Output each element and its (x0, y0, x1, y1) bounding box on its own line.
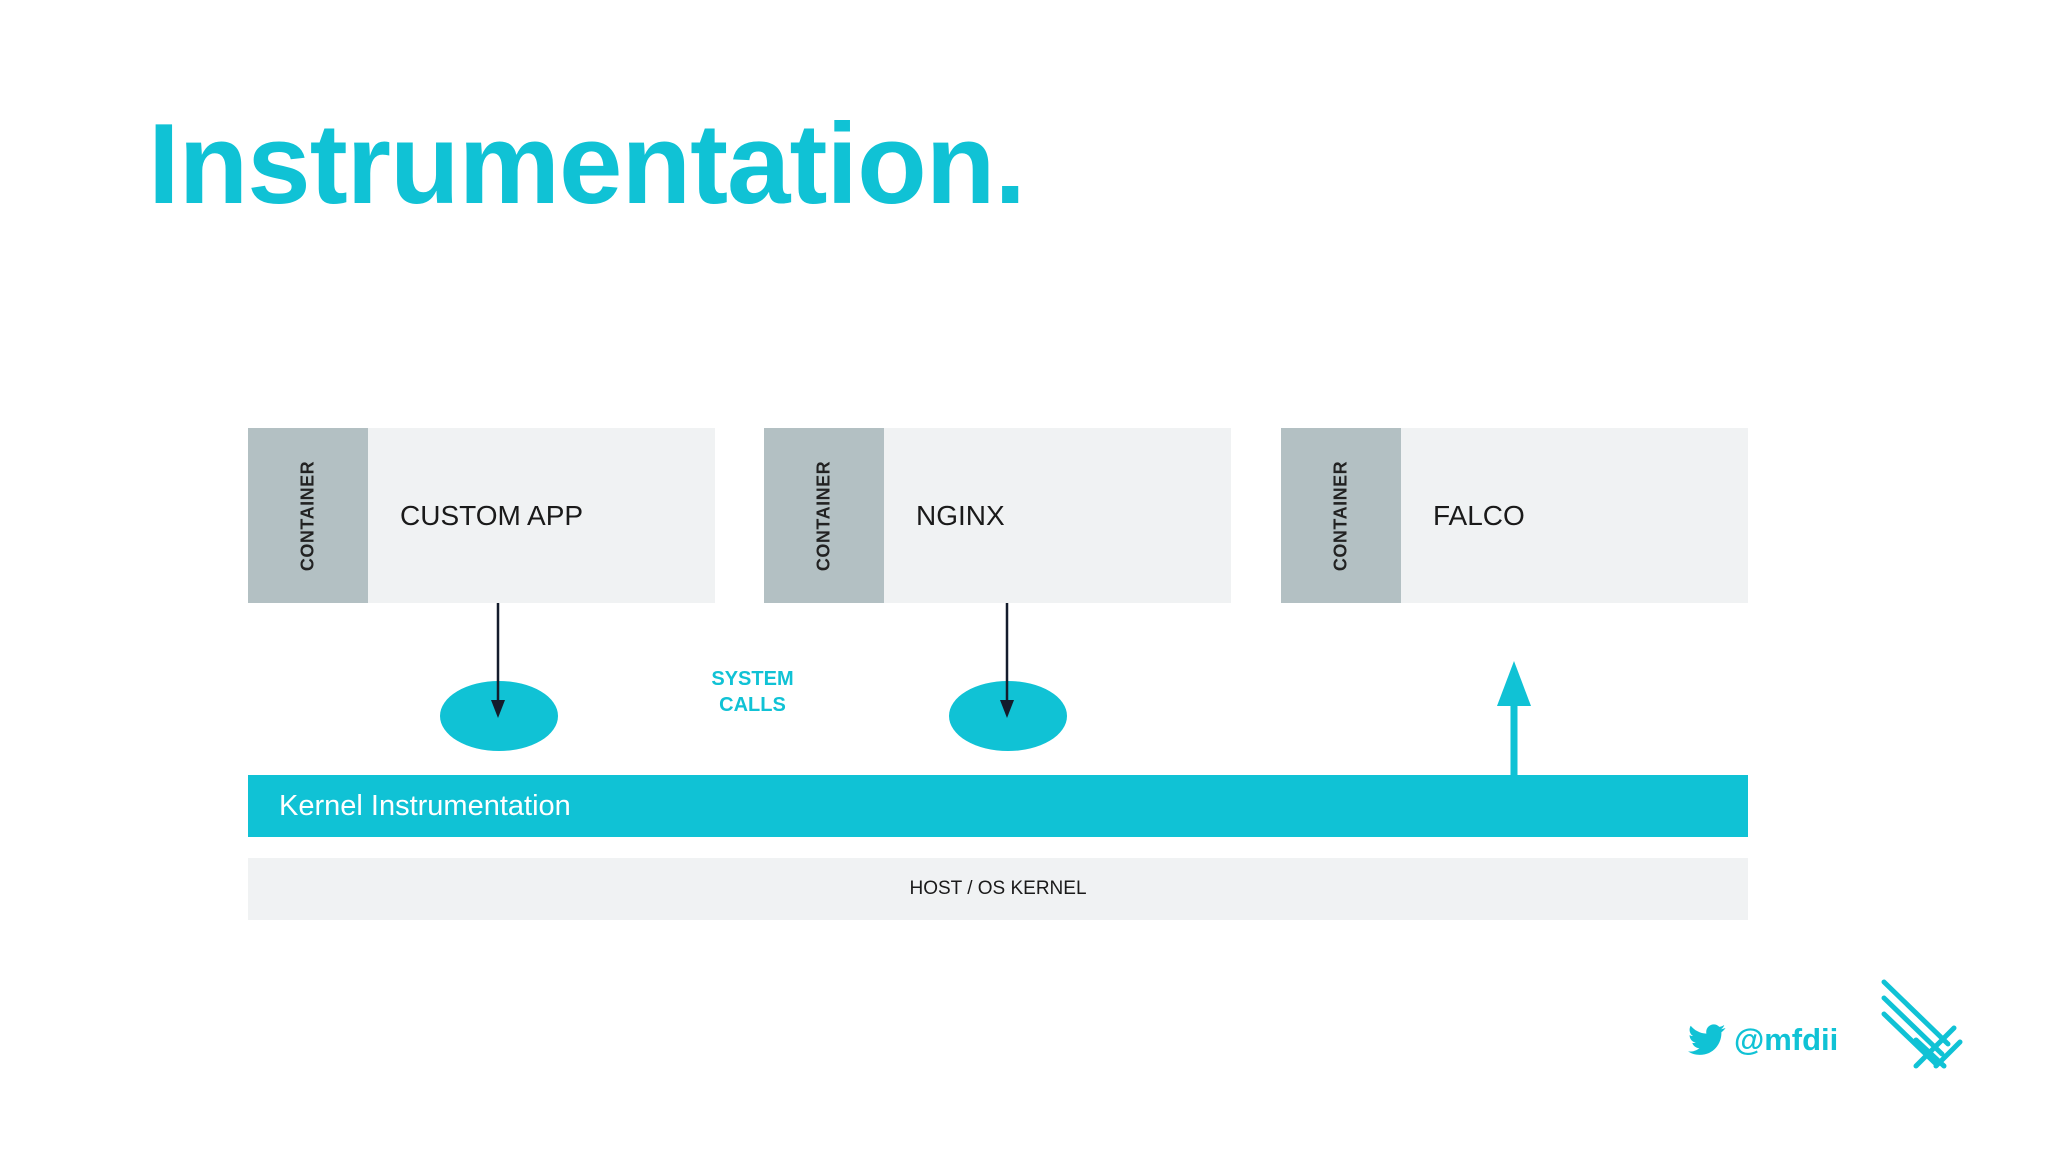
twitter-bird-icon (1688, 1024, 1726, 1055)
kernel-instrumentation-label: Kernel Instrumentation (279, 790, 571, 822)
container-tab: CONTAINER (1281, 428, 1401, 603)
container-name: CUSTOM APP (400, 500, 584, 531)
slide-title: Instrumentation. (148, 101, 1026, 228)
host-kernel-label: HOST / OS KERNEL (909, 878, 1087, 899)
container-nginx: CONTAINER NGINX (764, 428, 1231, 603)
container-name: NGINX (916, 500, 1005, 531)
host-kernel-bar: HOST / OS KERNEL (248, 858, 1748, 920)
syscall-ellipse-nginx (949, 681, 1067, 751)
container-tab: CONTAINER (764, 428, 884, 603)
twitter-handle: @mfdii (1688, 1018, 1838, 1062)
down-arrow-custom-app (491, 603, 505, 718)
system-calls-line2: CALLS (719, 694, 786, 716)
container-name: FALCO (1433, 500, 1525, 531)
syscall-ellipse-custom-app (440, 681, 558, 751)
twitter-handle-text: @mfdii (1734, 1022, 1839, 1057)
down-arrow-nginx (1000, 603, 1014, 718)
sysdig-logo-icon (1881, 979, 1963, 1069)
system-calls-line1: SYSTEM (711, 668, 794, 690)
up-arrow-falco (1497, 661, 1531, 776)
container-tab: CONTAINER (248, 428, 368, 603)
kernel-instrumentation-bar: Kernel Instrumentation (248, 775, 1748, 837)
system-calls-label: SYSTEM CALLS (690, 666, 815, 718)
container-custom-app: CONTAINER CUSTOM APP (248, 428, 715, 603)
container-falco: CONTAINER FALCO (1281, 428, 1748, 603)
